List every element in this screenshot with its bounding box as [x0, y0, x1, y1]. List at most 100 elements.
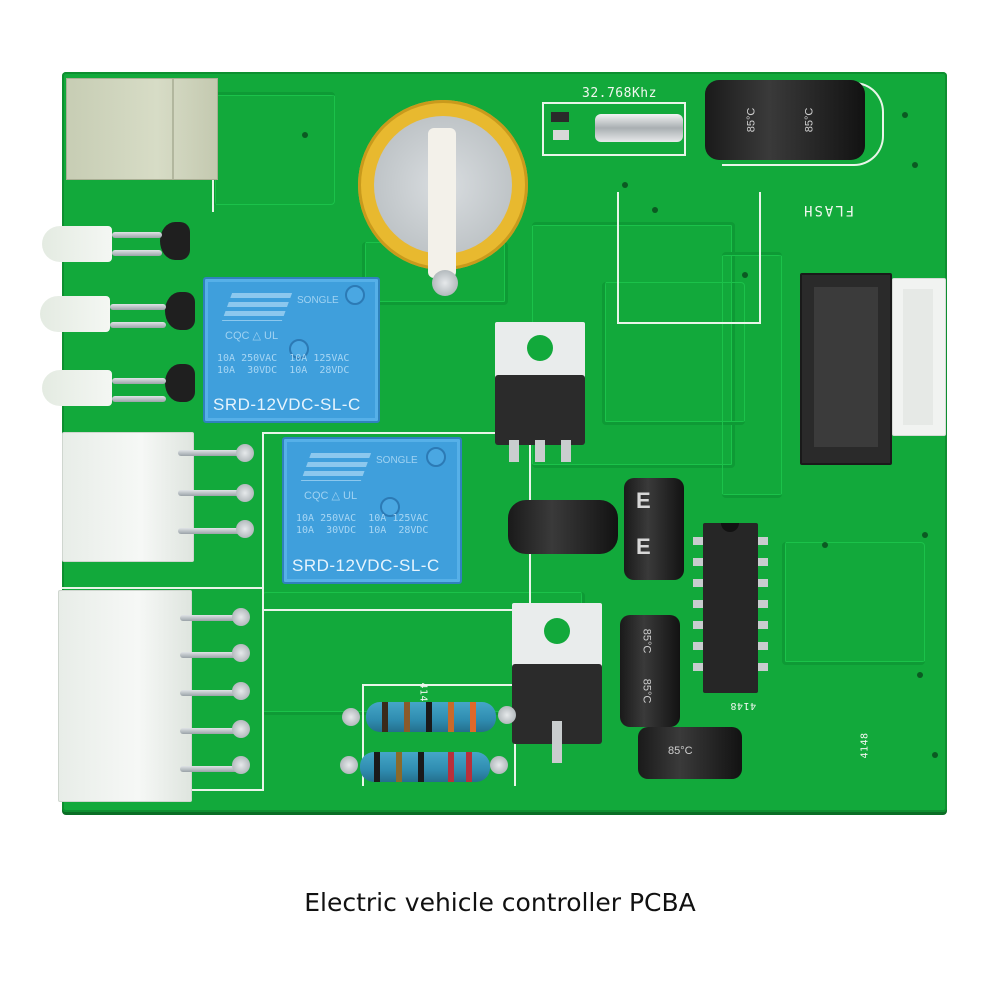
electrolytic-capacitor: 85°C	[638, 727, 742, 779]
smd-component	[553, 130, 569, 140]
connector-pin	[180, 615, 240, 621]
dip-ic	[703, 523, 758, 693]
resistor-band	[466, 752, 472, 782]
trace	[782, 542, 925, 665]
via	[932, 752, 938, 758]
relay-brand-logo	[300, 453, 372, 481]
regulator-leg	[561, 439, 571, 462]
regulator-leg	[535, 439, 545, 462]
resistor-band	[418, 752, 424, 782]
solder-pad	[340, 756, 358, 774]
resistor-band	[448, 702, 454, 732]
battery-solder-pad	[432, 270, 458, 296]
resistor-1	[366, 702, 496, 732]
relay-1: SONGLE CQC △ UL 10A 250VAC 10A 125VAC 10…	[203, 277, 380, 423]
cap-temp-label: 85°C	[745, 107, 758, 133]
flash-label: FLASH	[802, 202, 855, 218]
led-2	[40, 296, 110, 332]
led-lead	[112, 250, 162, 256]
white-header	[892, 278, 946, 436]
via	[302, 132, 308, 138]
via	[652, 207, 658, 213]
electrolytic-capacitor: E E	[624, 478, 684, 580]
relay-model: SRD-12VDC-SL-C	[213, 395, 361, 414]
cap-logo: E	[636, 488, 651, 513]
solder-pad	[232, 644, 250, 662]
relay-vent-hole	[289, 339, 309, 359]
ic-pin	[693, 558, 703, 566]
solder-pad	[342, 708, 360, 726]
relay-brand-logo	[221, 293, 293, 321]
battery-tab	[428, 128, 456, 278]
via	[912, 162, 918, 168]
idc-socket	[814, 287, 878, 447]
power-connector-3pin	[62, 432, 194, 562]
connector-pin	[178, 450, 250, 456]
led-3	[42, 370, 112, 406]
led-lead	[112, 232, 162, 238]
solder-pad	[236, 484, 254, 502]
resistor-band	[382, 702, 388, 732]
heatsink-tab	[495, 322, 585, 381]
cap-temp-label: 85°C	[640, 628, 653, 654]
regulator-leg	[509, 439, 519, 462]
crystal-frequency-label: 32.768Khz	[582, 86, 657, 101]
via	[622, 182, 628, 188]
transistor-2	[165, 292, 195, 330]
solder-pad	[236, 444, 254, 462]
resistor-band	[448, 752, 454, 782]
white-header-slot	[903, 289, 933, 425]
inductor	[508, 500, 618, 554]
via	[902, 112, 908, 118]
idc-header	[800, 273, 892, 465]
resistor-band	[374, 752, 380, 782]
relay-vent-hole	[426, 447, 446, 467]
trace	[602, 282, 745, 425]
resistor-band	[404, 702, 410, 732]
via	[922, 532, 928, 538]
electrolytic-capacitor-large: 85°C 85°C	[705, 80, 865, 160]
solder-pad	[498, 706, 516, 724]
relay-certification-marks: CQC △ UL	[304, 490, 358, 502]
cap-logo: E	[636, 534, 651, 559]
trace	[722, 252, 782, 498]
smd-component	[551, 112, 569, 122]
transistor-3	[165, 364, 195, 402]
ic-pin	[693, 642, 703, 650]
regulator-body	[495, 375, 585, 446]
cap-temp-label: 85°C	[803, 107, 816, 133]
solder-pad	[236, 520, 254, 538]
ic-pin	[693, 600, 703, 608]
led-lead	[110, 304, 166, 310]
solder-pad	[232, 720, 250, 738]
ic-pin	[693, 579, 703, 587]
crystal-outline	[542, 102, 686, 156]
image-caption: Electric vehicle controller PCBA	[304, 888, 696, 917]
connector-pin	[180, 766, 240, 772]
mounting-hole	[527, 334, 553, 361]
via	[917, 672, 923, 678]
ic-notch	[721, 523, 739, 532]
regulator-leg	[552, 721, 562, 763]
solder-pad	[232, 682, 250, 700]
voltage-regulator-2	[512, 603, 602, 763]
resistor-band	[396, 752, 402, 782]
ic-pin	[758, 621, 768, 629]
via	[822, 542, 828, 548]
diode-label: 4148	[859, 732, 871, 759]
led-lead	[112, 378, 166, 384]
transistor-1	[160, 222, 190, 260]
led-1	[42, 226, 112, 262]
resistor-band	[470, 702, 476, 732]
relay-vent-hole	[345, 285, 365, 305]
voltage-regulator-1	[495, 322, 585, 462]
rj45-jack	[66, 78, 218, 180]
flash-outline	[617, 192, 761, 324]
resistor-2	[360, 752, 490, 782]
relay-2: SONGLE CQC △ UL 10A 250VAC 10A 125VAC 10…	[282, 437, 462, 584]
ic-pin	[758, 579, 768, 587]
relay-brand: SONGLE	[297, 295, 339, 306]
cap-temp-label: 85°C	[640, 678, 653, 704]
resistor-band	[426, 702, 432, 732]
diode-label: 4148	[730, 700, 757, 711]
